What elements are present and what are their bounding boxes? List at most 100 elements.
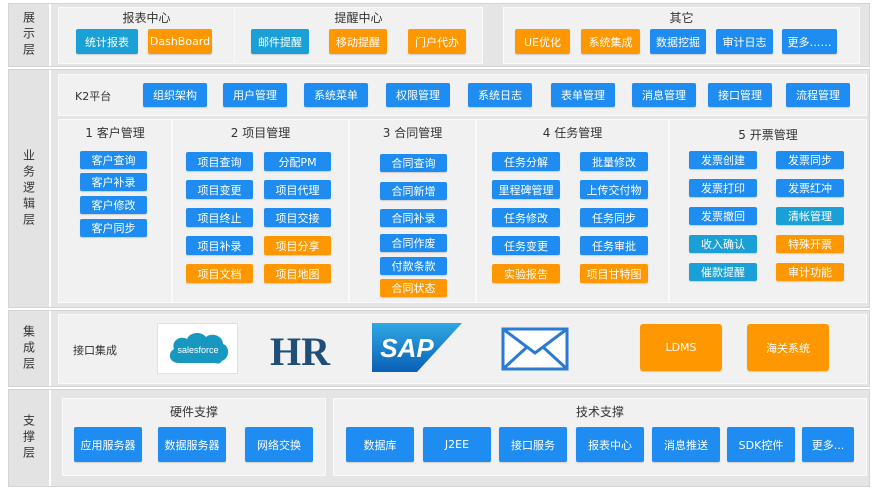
interface-service-button[interactable]: 接口服务 bbox=[499, 427, 567, 462]
customs-system-button[interactable]: 海关系统 bbox=[747, 324, 829, 371]
contract-add-button[interactable]: 合同新增 bbox=[380, 182, 447, 200]
org-structure-button[interactable]: 组织架构 bbox=[143, 83, 207, 107]
invoice-sync-button[interactable]: 发票同步 bbox=[776, 151, 844, 169]
interface-mgmt-button[interactable]: 接口管理 bbox=[708, 83, 772, 107]
database-button[interactable]: 数据库 bbox=[346, 427, 414, 462]
layer-title-business: 业务逻辑层 bbox=[9, 70, 51, 307]
ldms-button[interactable]: LDMS bbox=[640, 324, 722, 371]
dashboard-button[interactable]: DashBoard bbox=[148, 29, 212, 54]
salesforce-logo[interactable]: salesforce bbox=[157, 323, 238, 374]
hr-icon: HR bbox=[270, 329, 331, 371]
project-share-button[interactable]: 项目分享 bbox=[264, 236, 331, 255]
user-mgmt-button[interactable]: 用户管理 bbox=[223, 83, 287, 107]
system-integration-button[interactable]: 系统集成 bbox=[581, 29, 640, 54]
ue-optimize-button[interactable]: UE优化 bbox=[515, 29, 570, 54]
project-terminate-button[interactable]: 项目终止 bbox=[186, 208, 253, 227]
message-push-button[interactable]: 消息推送 bbox=[652, 427, 720, 462]
invoice-redflush-button[interactable]: 发票红冲 bbox=[776, 179, 844, 197]
customer-modify-button[interactable]: 客户修改 bbox=[80, 196, 147, 214]
portal-todo-button[interactable]: 门户代办 bbox=[408, 29, 466, 54]
project-gantt-button[interactable]: 项目甘特图 bbox=[580, 264, 648, 283]
customer-query-button[interactable]: 客户查询 bbox=[80, 151, 147, 169]
contract-void-button[interactable]: 合同作废 bbox=[380, 234, 447, 252]
process-mgmt-button[interactable]: 流程管理 bbox=[786, 83, 850, 107]
contract-supplement-button[interactable]: 合同补录 bbox=[380, 209, 447, 227]
message-mgmt-button[interactable]: 消息管理 bbox=[632, 83, 696, 107]
module-title: 5 开票管理 bbox=[738, 128, 798, 142]
form-mgmt-button[interactable]: 表单管理 bbox=[551, 83, 615, 107]
payment-reminder-button[interactable]: 催款提醒 bbox=[689, 263, 757, 281]
interface-integration-label: 接口集成 bbox=[73, 344, 117, 357]
hr-logo-text: HR bbox=[270, 329, 331, 371]
sdk-control-button[interactable]: SDK控件 bbox=[727, 427, 795, 462]
project-handover-button[interactable]: 项目交接 bbox=[264, 208, 331, 227]
invoice-module-panel: 5 开票管理 发票创建 发票同步 发票打印 发票红冲 发票撤回 清帐管理 收入确… bbox=[669, 119, 867, 303]
module-title: 3 合同管理 bbox=[382, 126, 443, 140]
upload-deliverable-button[interactable]: 上传交付物 bbox=[580, 180, 648, 199]
j2ee-button[interactable]: J2EE bbox=[423, 427, 491, 462]
layer-title-presentation: 展示层 bbox=[9, 4, 51, 66]
contract-module-panel: 3 合同管理 合同查询 合同新增 合同补录 合同作废 付款条款 合同状态 bbox=[349, 119, 476, 303]
data-server-button[interactable]: 数据服务器 bbox=[158, 427, 226, 462]
data-mining-button[interactable]: 数据挖掘 bbox=[650, 29, 706, 54]
revenue-confirm-button[interactable]: 收入确认 bbox=[689, 235, 757, 253]
permission-mgmt-button[interactable]: 权限管理 bbox=[386, 83, 450, 107]
invoice-withdraw-button[interactable]: 发票撤回 bbox=[689, 207, 757, 225]
report-center-button[interactable]: 报表中心 bbox=[576, 427, 644, 462]
project-docs-button[interactable]: 项目文档 bbox=[186, 264, 253, 283]
task-decompose-button[interactable]: 任务分解 bbox=[492, 152, 560, 171]
clearing-mgmt-button[interactable]: 清帐管理 bbox=[776, 207, 844, 225]
app-server-button[interactable]: 应用服务器 bbox=[74, 427, 142, 462]
assign-pm-button[interactable]: 分配PM bbox=[264, 152, 331, 171]
project-map-button[interactable]: 项目地图 bbox=[264, 264, 331, 283]
system-log-button[interactable]: 系统日志 bbox=[468, 83, 532, 107]
other-panel: 其它 UE优化 系统集成 数据挖掘 审计日志 更多…… bbox=[503, 7, 860, 64]
integration-panel: 接口集成 salesforce HR SAP bbox=[58, 314, 867, 384]
mobile-reminder-button[interactable]: 移动提醒 bbox=[329, 29, 387, 54]
payment-terms-button[interactable]: 付款条款 bbox=[380, 257, 447, 275]
hr-logo[interactable]: HR bbox=[263, 325, 338, 371]
task-approve-button[interactable]: 任务审批 bbox=[580, 236, 648, 255]
project-agent-button[interactable]: 项目代理 bbox=[264, 180, 331, 199]
milestone-mgmt-button[interactable]: 里程碑管理 bbox=[492, 180, 560, 199]
layer-title-integration: 集成层 bbox=[9, 311, 51, 386]
invoice-print-button[interactable]: 发票打印 bbox=[689, 179, 757, 197]
batch-modify-button[interactable]: 批量修改 bbox=[580, 152, 648, 171]
task-sync-button[interactable]: 任务同步 bbox=[580, 208, 648, 227]
lab-report-button[interactable]: 实验报告 bbox=[492, 264, 560, 283]
task-module-panel: 4 任务管理 任务分解 批量修改 里程碑管理 上传交付物 任务修改 任务同步 任… bbox=[476, 119, 669, 303]
project-supplement-button[interactable]: 项目补录 bbox=[186, 236, 253, 255]
mail-icon[interactable] bbox=[501, 327, 569, 371]
more-button[interactable]: 更多…… bbox=[782, 29, 837, 54]
sap-icon: SAP bbox=[372, 323, 462, 372]
audit-log-button[interactable]: 审计日志 bbox=[716, 29, 773, 54]
integration-layer: 集成层 接口集成 salesforce HR SAP bbox=[8, 310, 870, 387]
layer-title-support: 支撑层 bbox=[9, 390, 51, 486]
network-switch-button[interactable]: 网络交换 bbox=[245, 427, 313, 462]
contract-query-button[interactable]: 合同查询 bbox=[380, 154, 447, 172]
tech-support-panel: 技术支撑 数据库 J2EE 接口服务 报表中心 消息推送 SDK控件 更多... bbox=[333, 398, 867, 476]
customer-module-panel: 1 客户管理 客户查询 客户补录 客户修改 客户同步 bbox=[58, 119, 172, 303]
project-query-button[interactable]: 项目查询 bbox=[186, 152, 253, 171]
k2-platform-panel: K2平台 组织架构 用户管理 系统菜单 权限管理 系统日志 表单管理 消息管理 … bbox=[58, 74, 867, 116]
panel-title: 报表中心 bbox=[122, 11, 171, 25]
sap-logo-text: SAP bbox=[380, 333, 434, 363]
task-modify-button[interactable]: 任务修改 bbox=[492, 208, 560, 227]
project-change-button[interactable]: 项目变更 bbox=[186, 180, 253, 199]
task-change-button[interactable]: 任务变更 bbox=[492, 236, 560, 255]
sap-logo[interactable]: SAP bbox=[372, 323, 462, 372]
audit-function-button[interactable]: 审计功能 bbox=[776, 263, 844, 281]
invoice-create-button[interactable]: 发票创建 bbox=[689, 151, 757, 169]
system-menu-button[interactable]: 系统菜单 bbox=[304, 83, 368, 107]
customer-supplement-button[interactable]: 客户补录 bbox=[80, 173, 147, 191]
panel-title: 技术支撑 bbox=[575, 405, 624, 419]
special-invoice-button[interactable]: 特殊开票 bbox=[776, 235, 844, 253]
email-reminder-button[interactable]: 邮件提醒 bbox=[251, 29, 309, 54]
contract-status-button[interactable]: 合同状态 bbox=[380, 279, 447, 297]
customer-sync-button[interactable]: 客户同步 bbox=[80, 219, 147, 237]
stat-report-button[interactable]: 统计报表 bbox=[76, 29, 138, 54]
more-tech-button[interactable]: 更多... bbox=[802, 427, 854, 462]
presentation-layer: 展示层 报表中心 统计报表 DashBoard 提醒中心 邮件提醒 移动提醒 门… bbox=[8, 3, 870, 67]
support-layer: 支撑层 硬件支撑 应用服务器 数据服务器 网络交换 技术支撑 数据库 J2EE … bbox=[8, 389, 870, 487]
business-layer: 业务逻辑层 K2平台 组织架构 用户管理 系统菜单 权限管理 系统日志 表单管理… bbox=[8, 69, 870, 308]
